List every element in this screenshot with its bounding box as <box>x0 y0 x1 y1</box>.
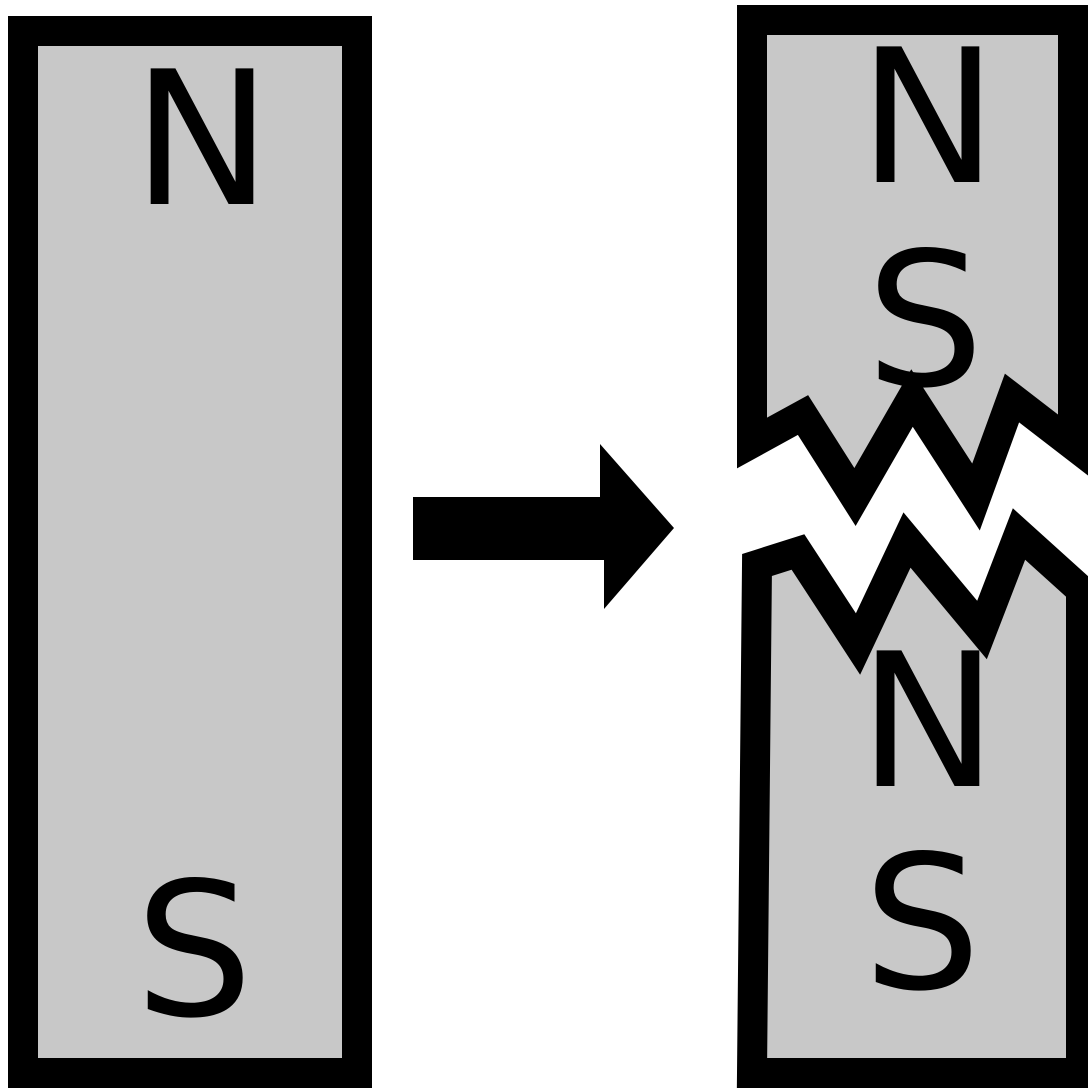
whole-magnet-body <box>8 16 372 1088</box>
lower-magnet-piece: N S <box>736 508 1088 1088</box>
whole-magnet-south-label: S <box>135 842 253 1059</box>
upper-piece-south-label: S <box>866 212 984 429</box>
whole-magnet: N S <box>8 16 372 1088</box>
right-arrow-icon <box>413 444 674 609</box>
lower-piece-north-label: N <box>858 613 997 830</box>
lower-piece-body <box>736 508 1088 1088</box>
lower-piece-south-label: S <box>863 815 981 1032</box>
upper-magnet-piece: N S <box>737 5 1088 531</box>
whole-magnet-north-label: N <box>132 31 271 248</box>
upper-piece-north-label: N <box>858 9 997 226</box>
upper-piece-body <box>737 5 1088 531</box>
